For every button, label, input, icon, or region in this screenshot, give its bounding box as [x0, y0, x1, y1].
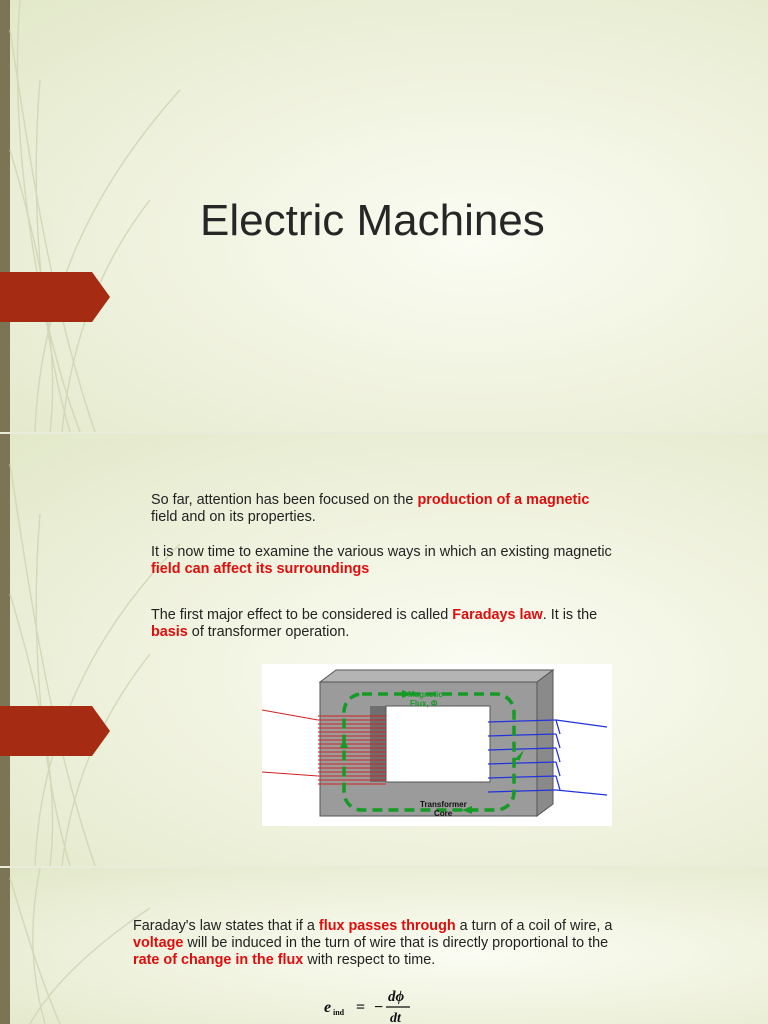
emphasis-text: rate of change in the flux	[133, 952, 304, 968]
paragraph-magnetic-field: So far, attention has been focused on th…	[151, 492, 711, 526]
decorative-swooshes	[9, 0, 181, 432]
formula-lhs: e	[324, 999, 331, 1016]
body-text: It is now time to examine the various wa…	[151, 544, 612, 560]
slide-title-text: Electric Machines	[200, 196, 545, 245]
body-text: Faraday's law states that if a	[133, 918, 319, 934]
slide-title: Electric Machines	[0, 0, 768, 432]
slide-faraday-intro: So far, attention has been focused on th…	[0, 434, 768, 866]
slide-left-bar	[0, 434, 10, 866]
slide-divider	[0, 432, 768, 434]
primary-coil	[262, 709, 386, 785]
decorative-swooshes	[9, 868, 151, 1024]
slide-divider	[0, 866, 768, 868]
transformer-core-diagram: Magnetic Flux, Φ Transformer Core	[262, 664, 612, 826]
body-text: . It is the	[542, 607, 598, 623]
body-text: with respect to time.	[303, 952, 436, 968]
flux-arrow-right-icon	[514, 750, 524, 764]
slide-faraday-statement: Faraday's law states that if a flux pass…	[0, 868, 768, 1024]
formula-denominator: dt	[390, 1011, 402, 1024]
emphasis-text: field can affect its surroundings	[151, 561, 370, 577]
emphasis-text: basis	[151, 624, 188, 640]
emphasis-text: voltage	[133, 935, 184, 951]
formula-equals: =	[356, 999, 365, 1016]
slide-left-bar	[0, 0, 10, 432]
flux-arrow-bottom-icon	[462, 806, 472, 814]
slide-left-bar	[0, 868, 10, 1024]
body-text: So far, attention has been focused on th…	[151, 492, 418, 508]
flux-label-line1: Magnetic	[408, 690, 443, 699]
flux-label-line2: Flux, Φ	[410, 699, 438, 708]
body-text: will be induced in the turn of wire that…	[183, 935, 609, 951]
emphasis-text: Faradays law	[452, 607, 543, 623]
paragraph-faradays-law: The first major effect to be considered …	[151, 607, 711, 641]
faraday-formula: e ind = − dϕ dt	[324, 989, 410, 1024]
body-text: of transformer operation.	[187, 624, 350, 640]
slide-tab-marker	[0, 706, 110, 756]
core-label-line1: Transformer	[420, 800, 467, 809]
formula-minus: −	[374, 999, 383, 1016]
emphasis-text: flux passes through	[318, 918, 456, 934]
formula-numerator: dϕ	[388, 989, 405, 1005]
paragraph-faraday-statement: Faraday's law states that if a flux pass…	[133, 918, 693, 969]
body-text: The first major effect to be considered …	[151, 607, 453, 623]
paragraph-surroundings: It is now time to examine the various wa…	[151, 544, 711, 578]
flux-path	[342, 692, 516, 812]
slide-tab-marker	[0, 272, 110, 322]
core-side-face	[536, 669, 554, 817]
core-top-face	[318, 669, 555, 683]
formula-subscript: ind	[333, 1008, 345, 1017]
body-text: field and on its properties.	[151, 509, 316, 525]
secondary-coil	[487, 719, 608, 796]
emphasis-text: production of a magnetic	[417, 492, 590, 508]
body-text: a turn of a coil of wire, a	[455, 918, 613, 934]
core-label-line2: Core	[434, 809, 453, 818]
flux-arrow-top-icon	[402, 690, 412, 698]
flux-arrow-left-icon	[340, 738, 348, 748]
core-window	[385, 705, 491, 783]
